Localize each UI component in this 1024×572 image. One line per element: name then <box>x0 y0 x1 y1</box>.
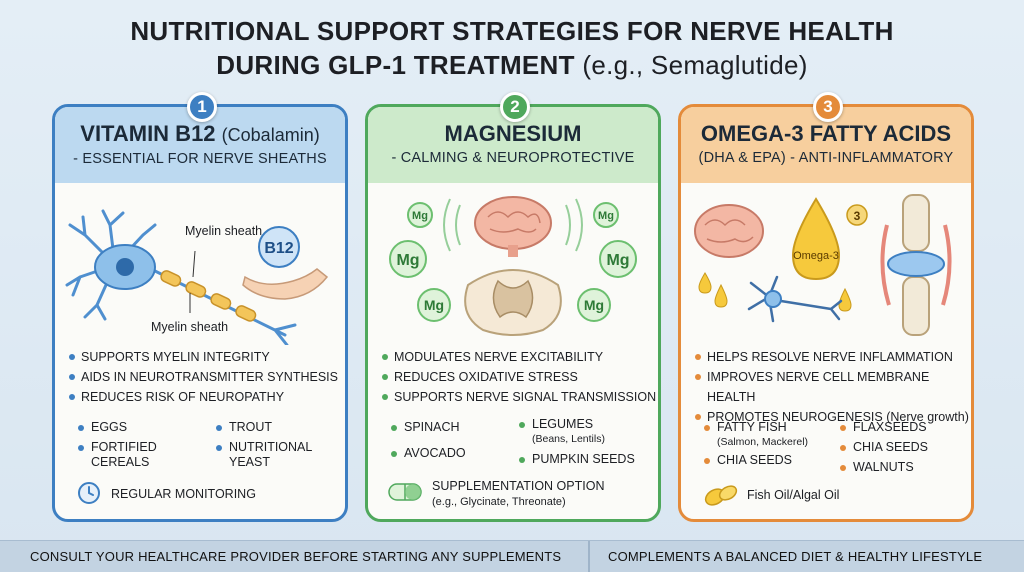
food-item: AVOCADO <box>390 446 466 461</box>
mg-label: Mg <box>424 297 444 313</box>
card-3-number-badge: 3 <box>813 92 843 122</box>
myelin-label-top: Myelin sheath <box>185 224 262 238</box>
food-item-note: (Salmon, Mackerel) <box>717 436 809 448</box>
magnesium-card: MAGNESIUM - CALMING & NEUROPROTECTIVE Mg… <box>365 104 661 522</box>
food-item: FORTIFIED CEREALS <box>77 440 187 470</box>
title-line-2: DURING GLP-1 TREATMENT (e.g., Semaglutid… <box>0 48 1024 82</box>
card-3-subtitle: (DHA & EPA) - ANTI-INFLAMMATORY <box>698 150 954 166</box>
knee-joint-icon <box>880 194 952 336</box>
fish-oil-capsule-icon <box>704 485 738 506</box>
myelin-segments <box>160 270 257 322</box>
omega-3-illustration: Omega-3 3 <box>694 194 952 336</box>
regular-monitoring-label: REGULAR MONITORING <box>111 487 256 501</box>
omega-3-number-label: 3 <box>854 209 861 223</box>
title-line-2-main: DURING GLP-1 TREATMENT <box>216 50 575 80</box>
mg-label: Mg <box>606 252 629 269</box>
list-item: IMPROVES NERVE CELL MEMBRANE HEALTH <box>693 367 971 407</box>
fish-oil-label: Fish Oil/Algal Oil <box>747 488 840 502</box>
brain-icon <box>474 196 552 257</box>
list-item: SUPPORTS NERVE SIGNAL TRANSMISSION <box>380 387 658 407</box>
footer-note: COMPLEMENTS A BALANCED DIET & HEALTHY LI… <box>608 549 983 564</box>
list-item: AIDS IN NEUROTRANSMITTER SYNTHESIS <box>67 367 345 387</box>
food-item: NUTRITIONAL YEAST <box>215 440 325 470</box>
food-item-name: FATTY FISH <box>717 420 787 434</box>
mg-label: Mg <box>412 210 428 222</box>
food-item: FATTY FISH (Salmon, Mackerel) <box>703 420 808 450</box>
list-item: REDUCES OXIDATIVE STRESS <box>380 367 658 387</box>
footer-bar: CONSULT YOUR HEALTHCARE PROVIDER BEFORE … <box>0 540 1024 572</box>
food-item: SPINACH <box>390 420 460 435</box>
omega-3-drop-label: Omega-3 <box>793 250 839 262</box>
food-item: CHIA SEEDS <box>839 440 928 455</box>
food-item-note: (Beans, Lentils) <box>532 433 605 445</box>
neuron-illustration: Myelin sheath Myelin sheath B12 <box>65 209 329 345</box>
list-item: SUPPORTS MYELIN INTEGRITY <box>67 347 345 367</box>
card-1-title-sub: (Cobalamin) <box>221 125 320 145</box>
spinal-cord-icon <box>464 269 562 336</box>
list-item: REDUCES RISK OF NEUROPATHY <box>67 387 345 407</box>
list-item: PROMOTES NEUROGENESIS (Nerve growth) <box>693 407 971 427</box>
footer-disclaimer: CONSULT YOUR HEALTHCARE PROVIDER BEFORE … <box>30 549 562 564</box>
vitamin-b12-card: VITAMIN B12 (Cobalamin) - ESSENTIAL FOR … <box>52 104 348 522</box>
footer-divider <box>588 541 590 572</box>
card-1-title-main: VITAMIN B12 <box>80 121 216 146</box>
oil-drop-icon: Omega-3 <box>791 197 841 281</box>
mg-label: Mg <box>396 252 419 269</box>
food-item: CHIA SEEDS <box>703 453 792 468</box>
card-2-title: MAGNESIUM <box>444 121 582 146</box>
brain-icon <box>694 204 764 258</box>
myelin-label-bottom: Myelin sheath <box>151 320 228 334</box>
omega-3-card: OMEGA-3 FATTY ACIDS (DHA & EPA) - ANTI-I… <box>678 104 974 522</box>
b12-pill-icon: B12 <box>258 226 300 268</box>
card-2-bullets: MODULATES NERVE EXCITABILITY REDUCES OXI… <box>380 347 658 407</box>
food-item: EGGS <box>77 420 127 435</box>
food-item-name: LEGUMES <box>532 417 594 431</box>
supplementation-label: SUPPLEMENTATION OPTION <box>432 479 605 493</box>
food-item: PUMPKIN SEEDS <box>518 452 635 467</box>
food-item: WALNUTS <box>839 460 914 475</box>
supplementation-note: (e.g., Glycinate, Threonate) <box>432 496 566 508</box>
mg-label: Mg <box>598 210 614 222</box>
card-2-subtitle: - CALMING & NEUROPROTECTIVE <box>391 150 635 166</box>
card-1-title: VITAMIN B12 (Cobalamin) <box>55 121 345 148</box>
list-item-note: (Nerve growth) <box>886 410 969 424</box>
list-item-main: PROMOTES NEUROGENESIS <box>707 410 883 424</box>
page-title: NUTRITIONAL SUPPORT STRATEGIES FOR NERVE… <box>0 14 1024 82</box>
neuron-icon <box>747 275 843 323</box>
title-line-1: NUTRITIONAL SUPPORT STRATEGIES FOR NERVE… <box>130 16 894 46</box>
card-1-number-badge: 1 <box>187 92 217 122</box>
food-item: LEGUMES (Beans, Lentils) <box>518 417 605 447</box>
hand-icon <box>242 268 329 300</box>
food-item: FLAXSEEDS <box>839 420 927 435</box>
food-item: TROUT <box>215 420 272 435</box>
title-line-2-sub: (e.g., Semaglutide) <box>582 50 808 80</box>
mg-label: Mg <box>584 297 604 313</box>
card-3-bullets: HELPS RESOLVE NERVE INFLAMMATION IMPROVE… <box>693 347 971 427</box>
b12-pill-label: B12 <box>264 240 293 257</box>
list-item: MODULATES NERVE EXCITABILITY <box>380 347 658 367</box>
card-3-title: OMEGA-3 FATTY ACIDS <box>700 121 952 146</box>
clock-icon <box>78 482 100 504</box>
card-1-bullets: SUPPORTS MYELIN INTEGRITY AIDS IN NEUROT… <box>67 347 345 407</box>
card-2-number-badge: 2 <box>500 92 530 122</box>
list-item: HELPS RESOLVE NERVE INFLAMMATION <box>693 347 971 367</box>
brain-spine-illustration: Mg Mg Mg Mg Mg Mg <box>389 196 637 336</box>
card-1-subtitle: - ESSENTIAL FOR NERVE SHEATHS <box>73 151 327 167</box>
capsule-icon <box>388 483 422 501</box>
